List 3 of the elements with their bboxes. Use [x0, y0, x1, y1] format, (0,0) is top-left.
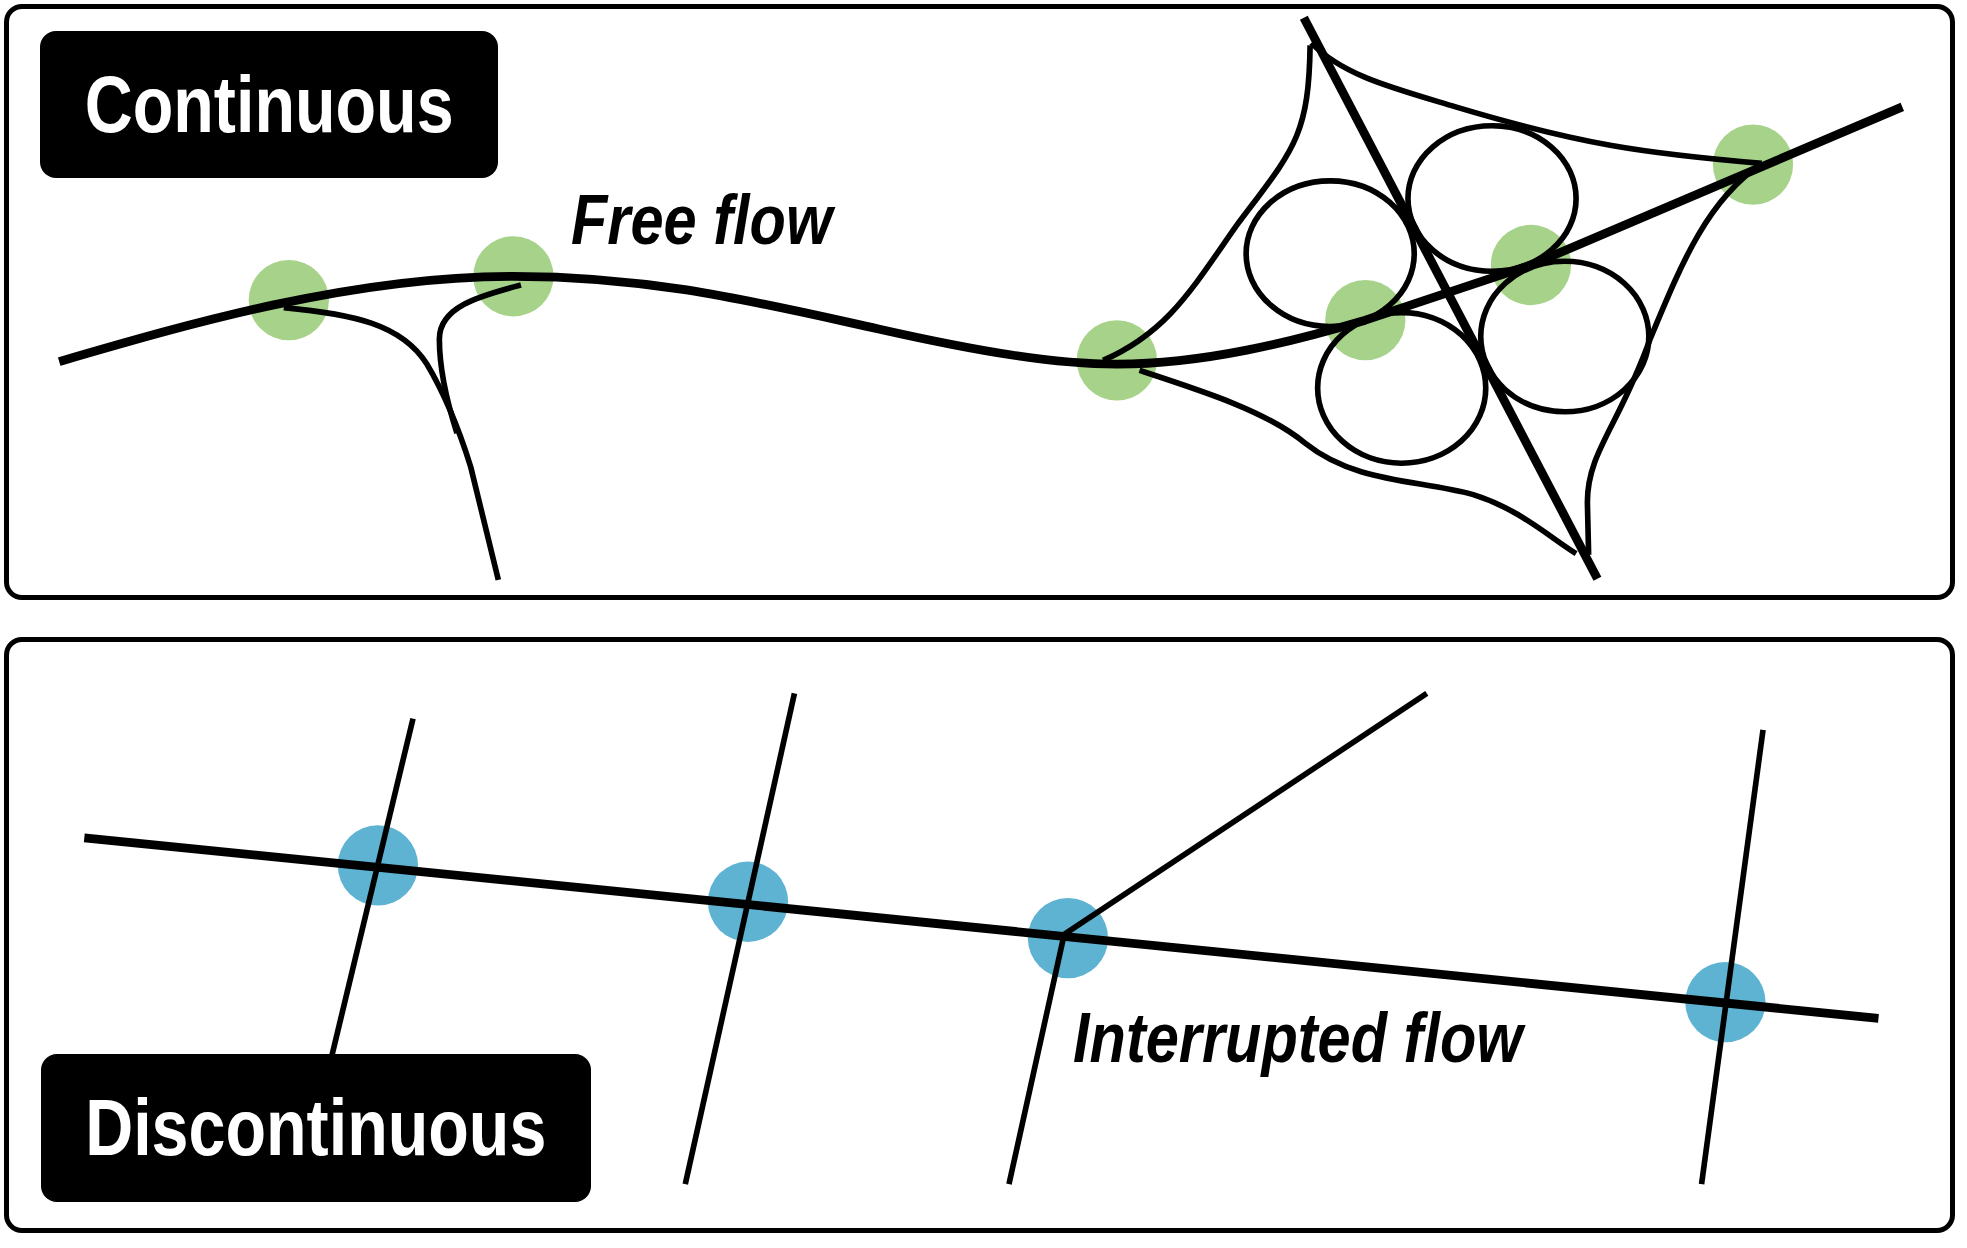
category-tag: Discontinuous: [41, 1054, 591, 1202]
category-tag: Continuous: [40, 31, 498, 178]
panel: [4, 637, 1955, 1233]
